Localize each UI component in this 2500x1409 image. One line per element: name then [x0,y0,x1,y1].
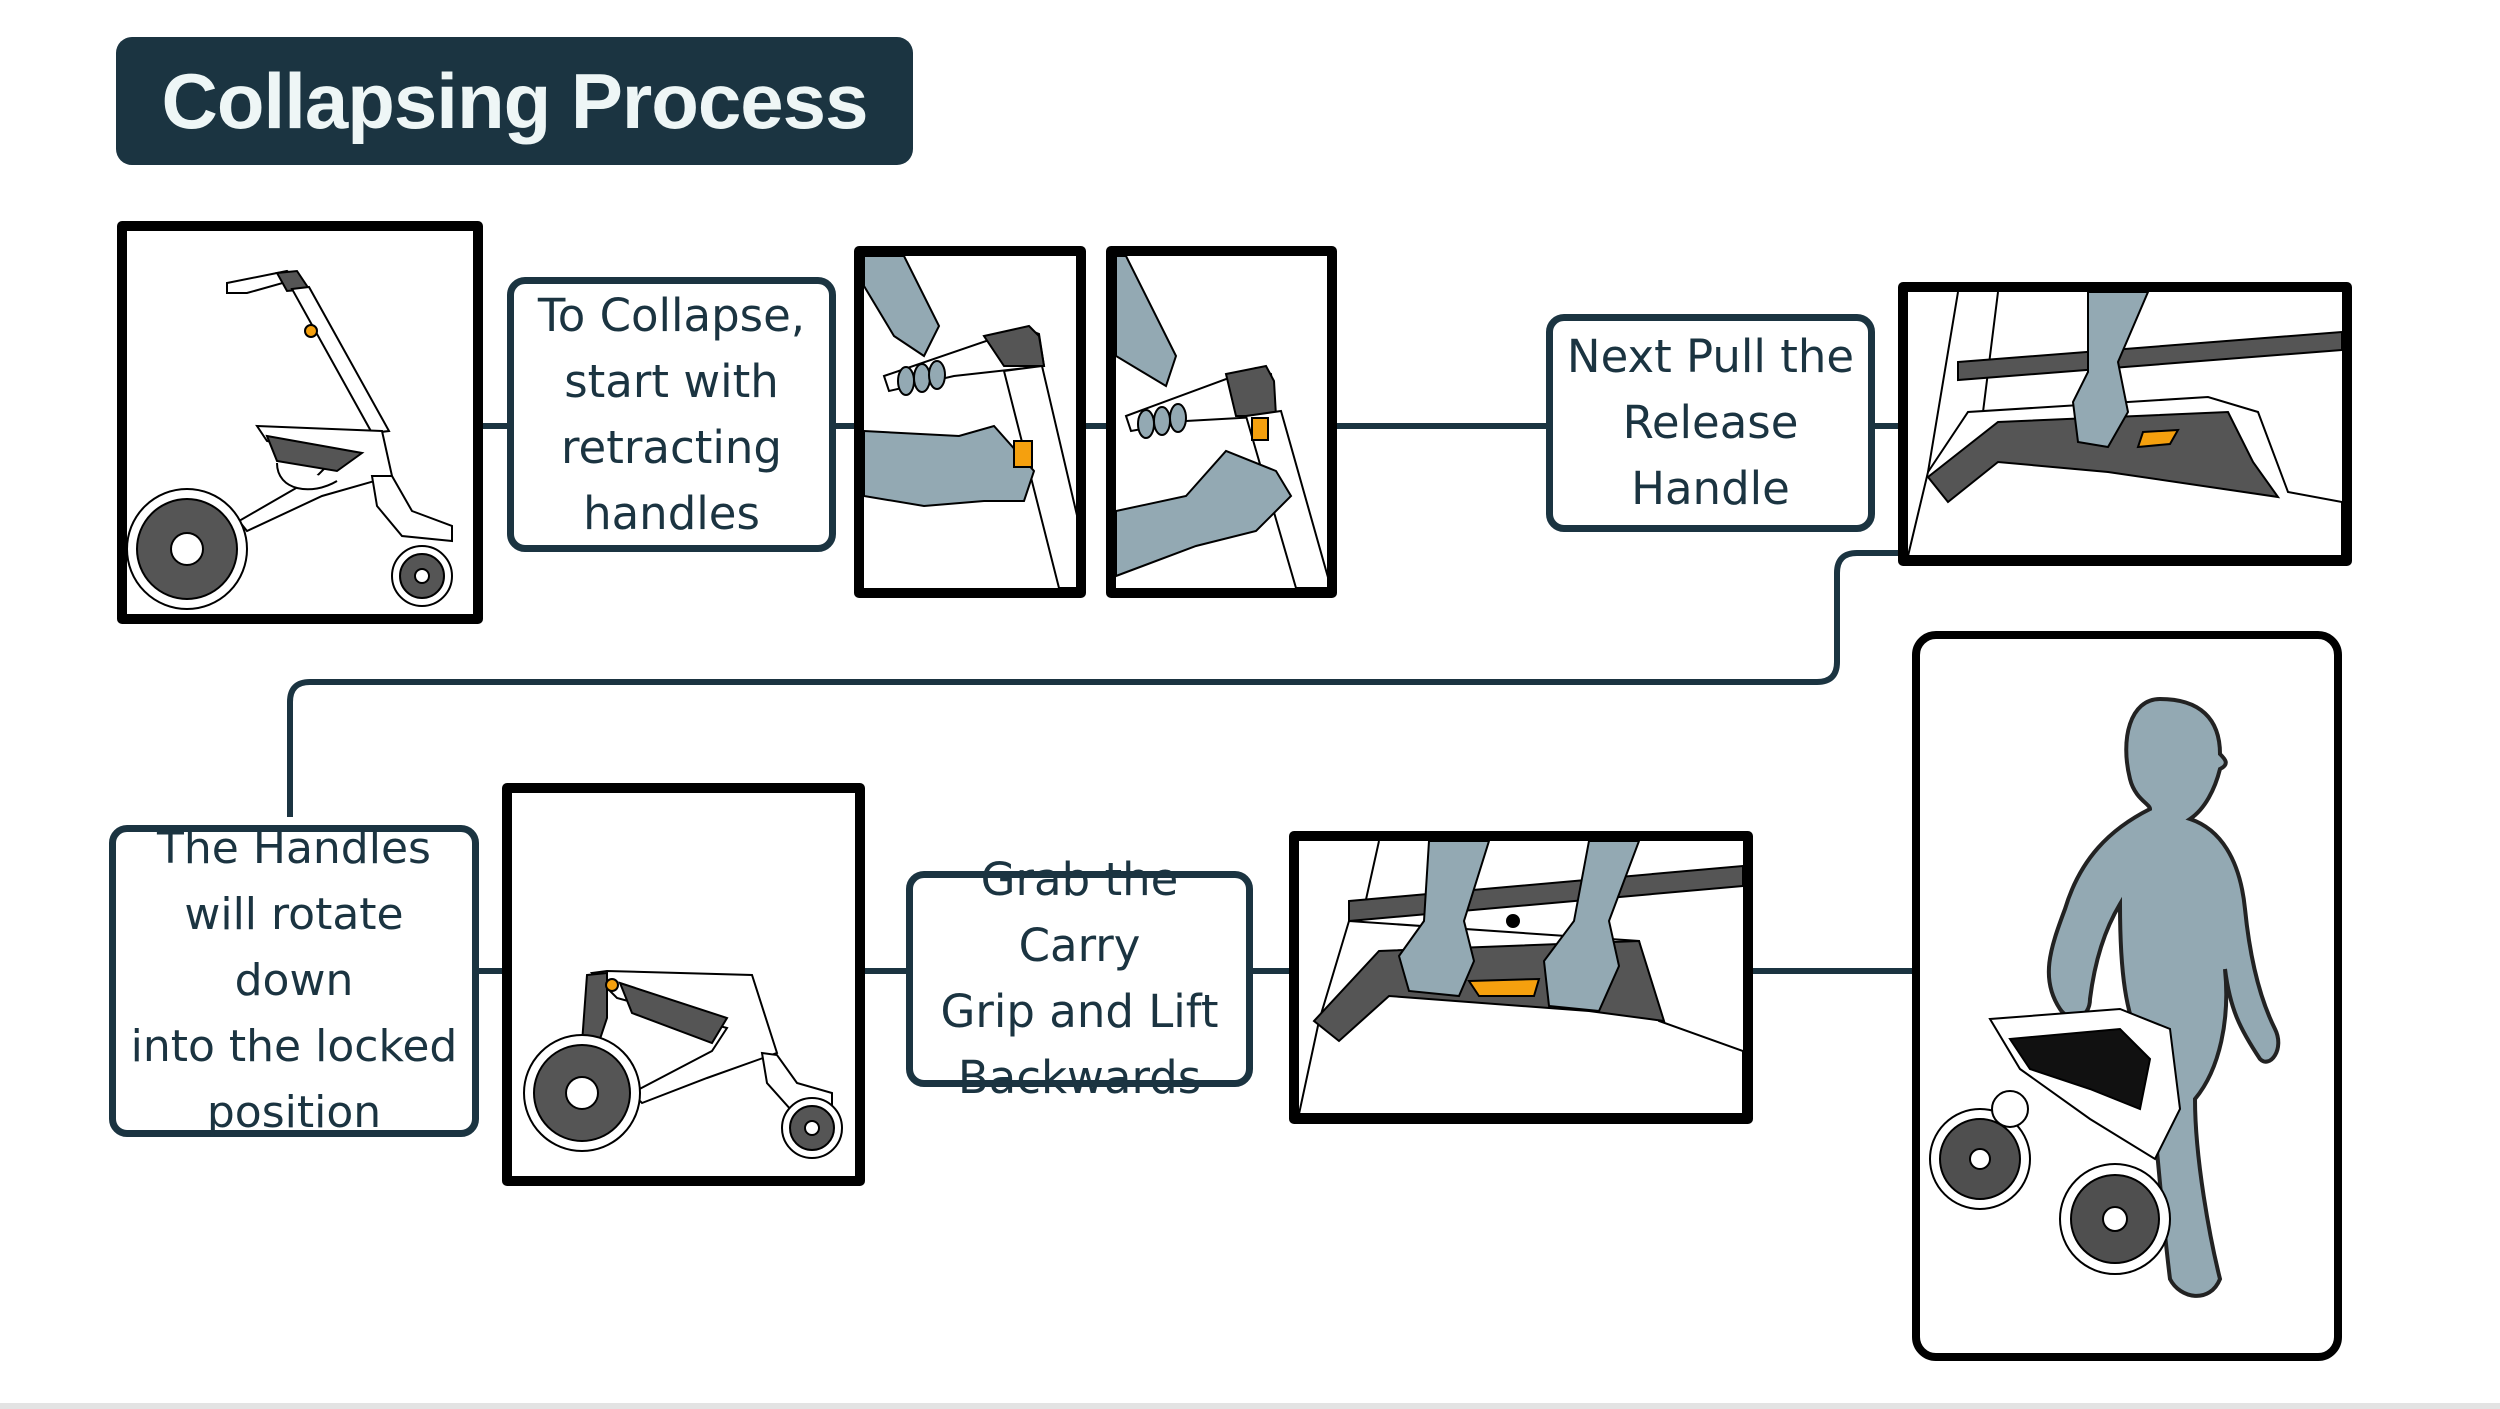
step-text-line: To Collapse, [537,288,806,342]
step-text-line: position [206,1087,382,1138]
illustration-hands-retract-handle [854,246,1086,598]
step-text-line: into the locked [130,1021,458,1072]
step-text-line: will rotate down [184,889,404,1006]
step-3-text-box: The Handles will rotate down into the lo… [109,823,479,1138]
bottom-edge-strip [0,1403,2500,1409]
step-4-text-box: Grab the Carry Grip and Lift Backwards [906,853,1253,1104]
step-text-line: retracting [561,420,782,474]
step-text-line: start with [564,354,779,408]
step-text-line: handles [583,486,760,540]
person-carrying-drawing [1929,696,2281,1298]
illustration-walker-upright [117,221,483,624]
connector-row-wrap [287,550,1898,817]
illustration-hands-retract-closeup [1106,246,1337,598]
step-text-line: Grab the Carry [980,853,1179,972]
illustration-hand-pull-release [1898,282,2352,566]
illustration-person-carrying-walker [1912,631,2342,1361]
hands-retract-drawing [864,256,1076,588]
step-text-line: Release [1622,396,1799,449]
step-text-line: Handle [1631,462,1790,515]
hand-pull-release-drawing [1908,292,2342,556]
step-2-text-box: Next Pull the Release Handle [1546,314,1875,532]
page-title: Collapsing Process [116,37,913,165]
step-text-line: Backwards [957,1051,1202,1104]
step-text-line: Grip and Lift [940,985,1219,1038]
step-text-line: The Handles [157,823,431,874]
walker-handles-down-drawing [523,969,843,1159]
illustration-hands-carry-grip [1289,831,1753,1124]
hands-retract-closeup-drawing [1116,256,1327,588]
step-1-text-box: To Collapse, start with retracting handl… [507,277,836,552]
illustration-walker-handles-down [502,783,865,1186]
hands-carry-grip-drawing [1299,841,1743,1114]
walker-upright-drawing [127,269,453,610]
step-text-line: Next Pull the [1566,330,1855,383]
